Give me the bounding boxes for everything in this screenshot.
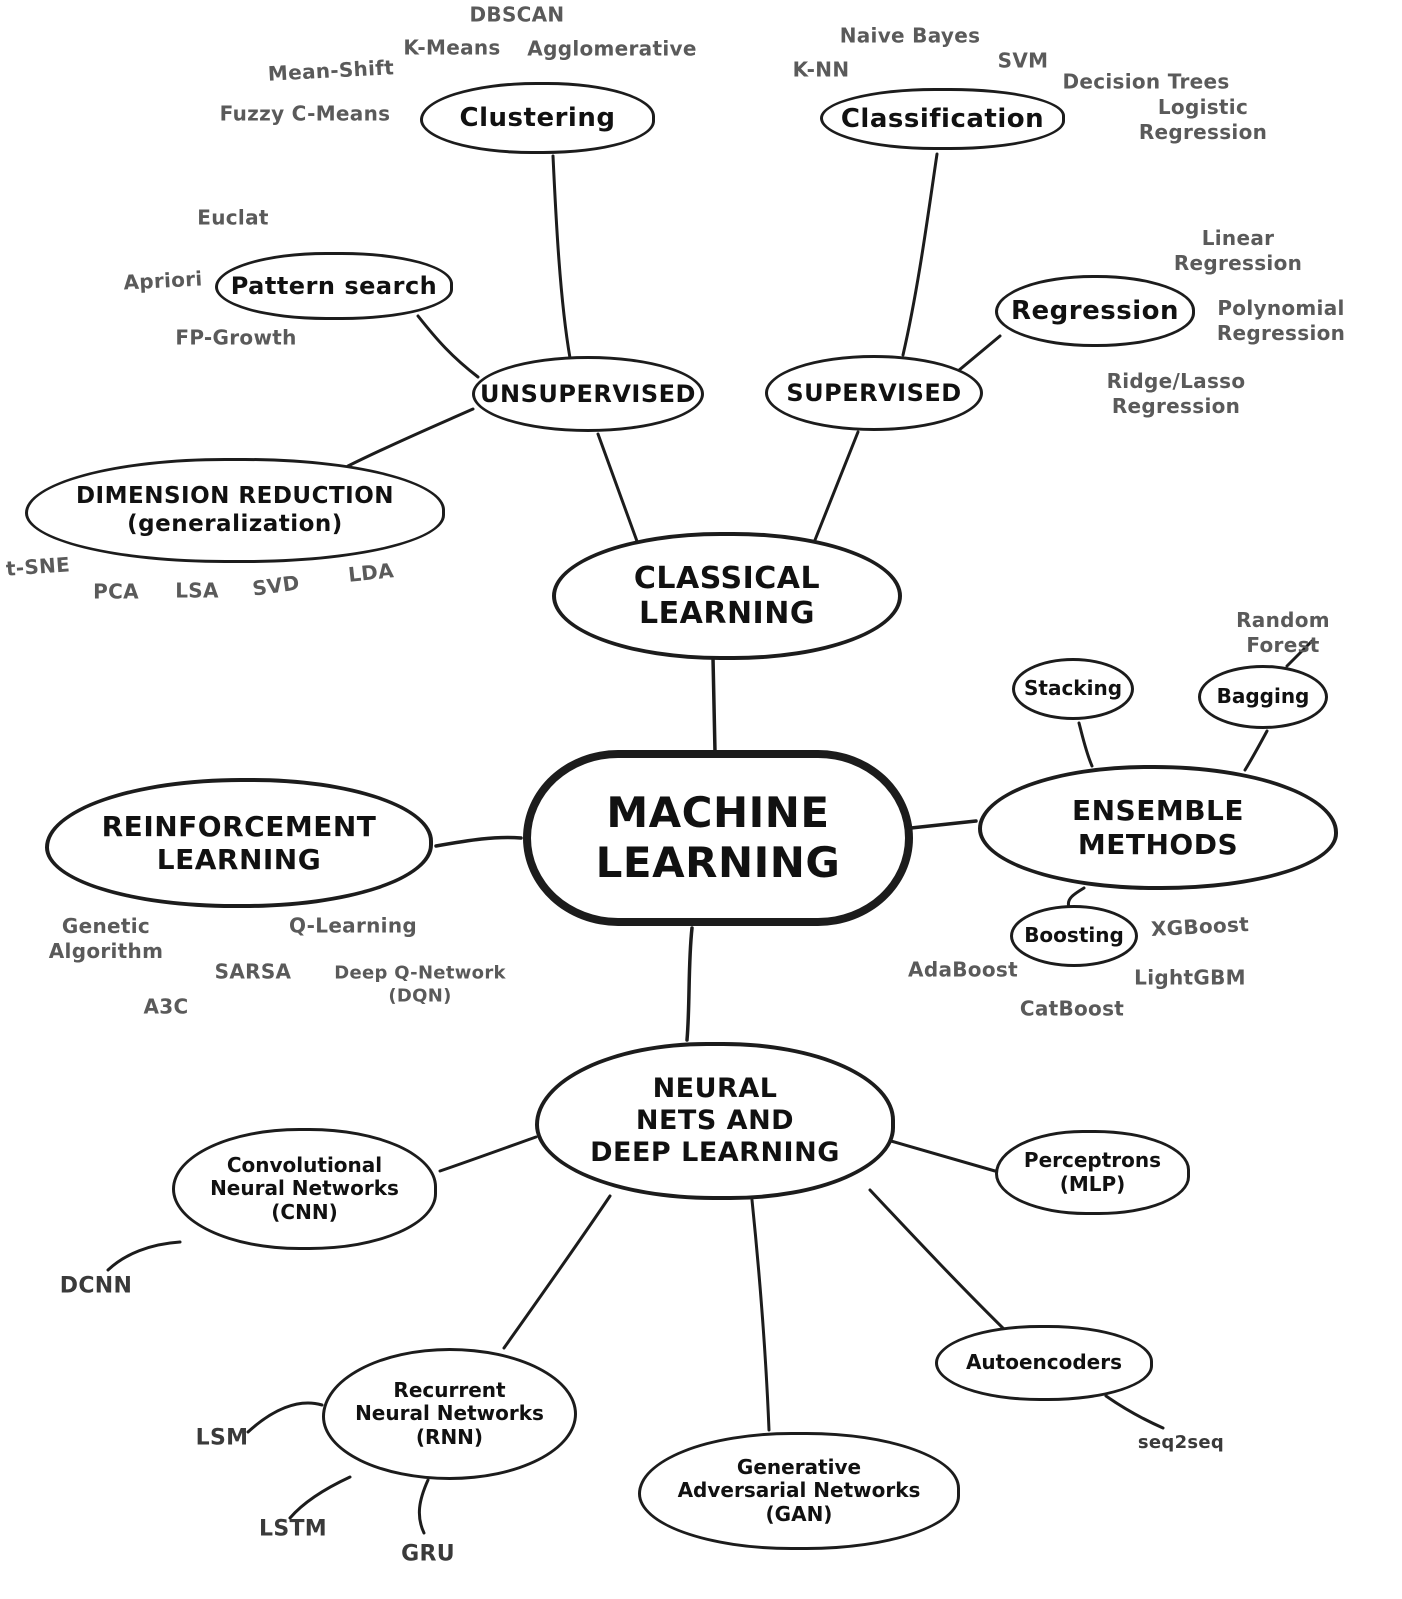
node-regression: Regression [995,275,1195,347]
edge-ensemble-stacking [1077,721,1094,768]
leaf-random-forest: Random Forest [1236,608,1330,657]
edge-ml-classical [711,656,717,754]
node-boosting-label: Boosting [1024,923,1124,948]
node-classical-learning-label: CLASSICAL LEARNING [633,560,821,631]
edge-neural-perceptrons [889,1139,997,1173]
leaf-agglomerative: Agglomerative [527,36,697,61]
edge-supervised-classification [901,152,939,357]
edge-ml-reinforcement [434,835,523,848]
edge-unsupervised-pattern [416,314,480,379]
node-reinforcement-learning: REINFORCEMENT LEARNING [45,778,433,908]
node-rnn: Recurrent Neural Networks (RNN) [322,1348,577,1480]
leaf-xgboost: XGBoost [1150,911,1250,942]
node-regression-label: Regression [1011,295,1179,326]
node-clustering-label: Clustering [459,102,616,133]
leaf-decision-trees: Decision Trees [1062,69,1230,94]
leaf-pca: PCA [93,579,139,604]
node-stacking: Stacking [1012,658,1134,720]
edge-neural-gan [750,1198,771,1432]
node-ensemble-methods: ENSEMBLE METHODS [978,765,1338,890]
edge-ensemble-bagging [1243,729,1269,772]
leaf-gru: GRU [401,1541,455,1567]
edge-ml-ensemble [909,819,978,830]
leaf-logistic-regression: Logistic Regression [1138,95,1268,144]
node-stacking-label: Stacking [1023,676,1123,701]
leaf-polynomial-regression: Polynomial Regression [1216,296,1346,345]
leaf-euclat: Euclat [197,205,269,230]
node-perceptrons-label: Perceptrons (MLP) [1023,1147,1162,1196]
leaf-sarsa: SARSA [214,959,292,984]
node-cnn-label: Convolutional Neural Networks (CNN) [210,1152,399,1224]
edge-autoencoders-seq2seq [1104,1394,1165,1430]
edge-bagging-randomforest [1285,639,1314,668]
leaf-dbscan: DBSCAN [469,2,565,27]
leaf-linear-regression: Linear Regression [1173,226,1303,275]
leaf-seq2seq: seq2seq [1137,1431,1225,1453]
edge-supervised-regression [956,334,1002,373]
edge-unsupervised-clustering [551,154,572,360]
node-classification: Classification [820,88,1065,150]
edge-ml-neural [685,926,694,1042]
node-unsupervised: UNSUPERVISED [472,356,704,432]
node-neural-nets-label: NEURAL NETS AND DEEP LEARNING [590,1073,840,1168]
node-rnn-label: Recurrent Neural Networks (RNN) [355,1377,544,1449]
leaf-a3c: A3C [143,994,189,1019]
node-pattern-search-label: Pattern search [230,271,438,300]
node-supervised-label: SUPERVISED [786,378,962,407]
leaf-lstm: LSTM [259,1516,327,1542]
leaf-q-learning: Q-Learning [289,913,417,938]
leaf-fp-growth: FP-Growth [175,325,297,350]
node-clustering: Clustering [420,82,655,154]
node-bagging-label: Bagging [1216,684,1310,709]
node-classification-label: Classification [840,103,1045,134]
leaf-catboost: CatBoost [1019,996,1125,1021]
node-perceptrons: Perceptrons (MLP) [995,1130,1190,1215]
edge-unsupervised-dimreduction [346,407,475,468]
node-bagging: Bagging [1198,665,1328,729]
node-gan-label: Generative Adversarial Networks (GAN) [677,1454,921,1526]
edge-rnn-lsm [246,1401,324,1434]
leaf-apriori: Apriori [122,266,204,295]
leaf-naive-bayes: Naive Bayes [839,23,981,48]
edge-neural-cnn [438,1135,538,1173]
leaf-svm: SVM [997,48,1049,73]
leaf-lightgbm: LightGBM [1134,965,1246,990]
edge-classical-supervised [813,430,860,542]
leaf-genetic-algorithm: Genetic Algorithm [48,914,164,963]
edge-rnn-gru [417,1478,430,1535]
edge-rnn-lstm [288,1475,352,1520]
leaf-lsa: LSA [175,578,219,603]
edge-neural-autoencoders [868,1188,1012,1337]
leaf-knn: K-NN [792,57,850,82]
node-unsupervised-label: UNSUPERVISED [480,379,696,408]
leaf-dqn: Deep Q-Network (DQN) [334,962,506,1007]
leaf-k-means: K-Means [403,35,501,60]
node-gan: Generative Adversarial Networks (GAN) [638,1432,960,1550]
node-boosting: Boosting [1010,905,1138,967]
leaf-fuzzy-c-means: Fuzzy C-Means [219,101,391,126]
node-reinforcement-learning-label: REINFORCEMENT LEARNING [101,809,377,876]
node-machine-learning: MACHINE LEARNING [523,750,913,926]
node-ensemble-methods-label: ENSEMBLE METHODS [1071,794,1245,861]
node-dimension-reduction-label: DIMENSION REDUCTION (generalization) [75,483,395,537]
node-neural-nets: NEURAL NETS AND DEEP LEARNING [535,1042,895,1200]
leaf-adaboost: AdaBoost [908,957,1018,982]
node-dimension-reduction: DIMENSION REDUCTION (generalization) [25,458,445,563]
node-machine-learning-label: MACHINE LEARNING [595,788,841,887]
edge-classical-unsupervised [596,432,640,546]
node-supervised: SUPERVISED [765,355,983,431]
edge-neural-rnn [502,1194,612,1350]
leaf-lsm: LSM [195,1425,249,1451]
node-autoencoders: Autoencoders [935,1325,1153,1401]
node-cnn: Convolutional Neural Networks (CNN) [172,1128,437,1250]
leaf-ridge-lasso: Ridge/Lasso Regression [1106,369,1246,418]
node-autoencoders-label: Autoencoders [965,1350,1123,1375]
edge-cnn-dcnn [106,1240,182,1272]
leaf-t-sne: t-SNE [5,552,71,581]
node-classical-learning: CLASSICAL LEARNING [552,532,902,660]
node-pattern-search: Pattern search [215,252,453,320]
leaf-lda: LDA [346,558,395,587]
leaf-dcnn: DCNN [59,1273,133,1299]
